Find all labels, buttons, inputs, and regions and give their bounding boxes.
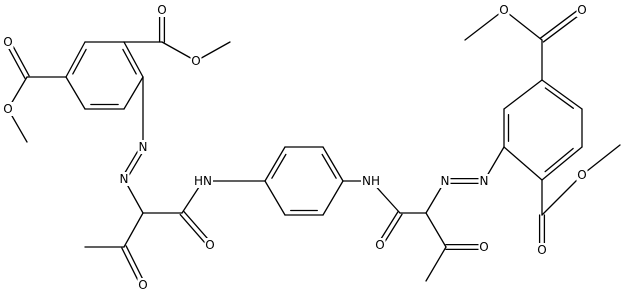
bond-C3-C4 [322, 146, 344, 182]
oxygen-atom-background [498, 3, 510, 17]
oxygen-atom-background [204, 238, 216, 252]
bond-L6-L1 [65, 41, 86, 78]
bond-LCam-LCamO-a [179, 213, 209, 248]
oxygen-atom: O [138, 278, 147, 292]
bond-RE1C-RE1O-b [539, 7, 582, 39]
nitrogen-atom: N [120, 172, 129, 186]
oxygen-atom-background [2, 35, 14, 49]
bond-LE1C-LE1O2 [161, 41, 197, 62]
oxygen-atom-background [576, 3, 588, 17]
amide-nh-group: NH [362, 174, 380, 188]
bond-L2-L3-inner [122, 48, 137, 75]
oxygen-atom: O [3, 102, 12, 116]
oxygen-atom: O [479, 240, 488, 254]
bond-R3-R4 [541, 79, 583, 110]
oxygen-atom-background [156, 3, 168, 17]
nitrogen-atom-background [478, 174, 490, 188]
oxygen-atom: O [375, 238, 384, 252]
oxygen-atom: O [157, 3, 166, 17]
bond-L2-L3 [123, 41, 144, 78]
bond-RCk-RMe [425, 246, 447, 282]
bond-RCa-RCk [425, 212, 447, 248]
oxygen-atom: O [577, 168, 586, 182]
bond-R5-R6 [541, 146, 583, 181]
bond-C6-C1 [264, 180, 286, 216]
oxygen-atom-background [2, 102, 14, 116]
oxygen-atom-background [576, 168, 588, 182]
bond-R6-R1 [503, 146, 543, 181]
bond-RE2O2-RE2Me [581, 144, 621, 176]
bond-C1-C2 [264, 146, 286, 182]
bond-C1-C2-inner [271, 153, 287, 179]
oxygen-atom-background [137, 278, 149, 292]
nitrogen-atom-background [137, 140, 149, 154]
oxygen-atom: O [499, 3, 508, 17]
bond-R2-R3 [503, 79, 543, 110]
nitrogen-atom-background [118, 172, 130, 186]
bond-L3-L4 [123, 76, 144, 110]
amide-nh-group: HN [194, 174, 212, 188]
oxygen-atom: O [3, 35, 12, 49]
oxygen-atom: O [577, 3, 586, 17]
bond-L5-L6 [65, 76, 86, 110]
bond-RE2C-RE2O2 [541, 174, 583, 216]
bond-RE1O2-RE1Me [464, 9, 505, 41]
amide-nh-group-background [193, 174, 213, 188]
oxygen-atom-background [536, 243, 548, 257]
nitrogen-atom: N [139, 140, 148, 154]
bond-R5-R6-inner [544, 147, 574, 173]
oxygen-atom-background [478, 240, 490, 254]
bond-LCa-LCk [123, 212, 144, 248]
oxygen-atom-background [190, 54, 202, 68]
bond-C3-C4-inner [321, 153, 337, 179]
nitrogen-atom-background [439, 174, 451, 188]
amide-nh-group-background [361, 174, 381, 188]
atom-label-layer: O O O O N N O O HN NH O O N N O O O O [2, 3, 588, 292]
oxygen-atom: O [205, 238, 214, 252]
nitrogen-atom: N [480, 174, 489, 188]
oxygen-atom: O [191, 54, 200, 68]
bond-R3-R4-inner [544, 87, 575, 109]
bond-RE1C-RE1O2 [503, 9, 543, 41]
bond-C4-C5 [322, 180, 344, 216]
oxygen-atom-background [374, 238, 386, 252]
bond-L6-L1-inner [72, 48, 87, 75]
bond-LE1O2-LE1Me [195, 41, 231, 62]
bond-LCk-LCkO-b [125, 245, 146, 285]
bond-layer [5, 7, 621, 287]
oxygen-atom: O [537, 243, 546, 257]
nitrogen-atom: N [441, 174, 450, 188]
